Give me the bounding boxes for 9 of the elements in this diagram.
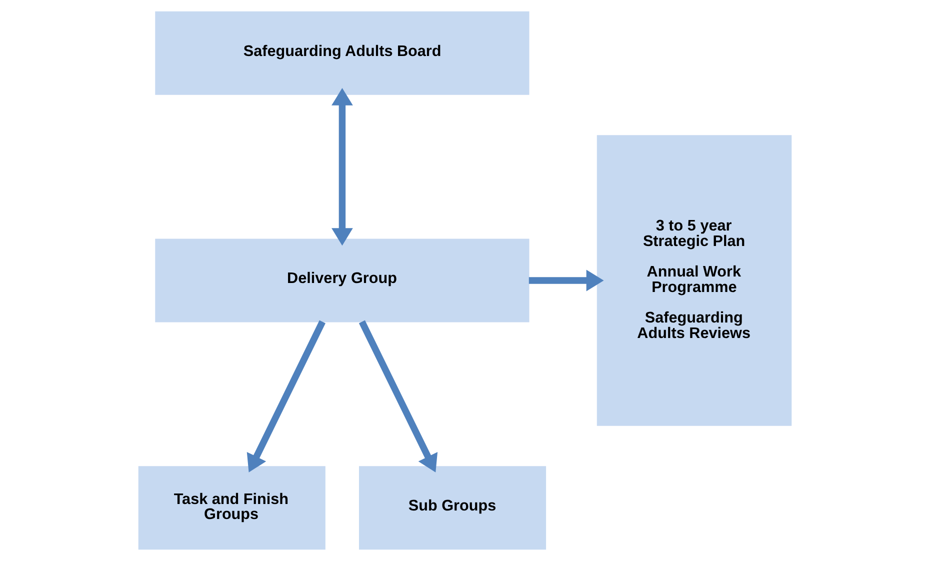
node-box: 3 to 5 year Strategic Plan Annual Work Programme Safeguarding Adults Reviews	[596, 135, 792, 426]
node-box: Task and Finish Groups	[138, 466, 326, 550]
node-box: Sub Groups	[359, 466, 546, 550]
arrow	[246, 320, 326, 472]
node-box: Delivery Group	[155, 238, 530, 322]
arrow	[528, 270, 604, 292]
arrow	[358, 320, 438, 472]
node-box: Safeguarding Adults Board	[155, 11, 530, 95]
arrow	[332, 88, 353, 246]
